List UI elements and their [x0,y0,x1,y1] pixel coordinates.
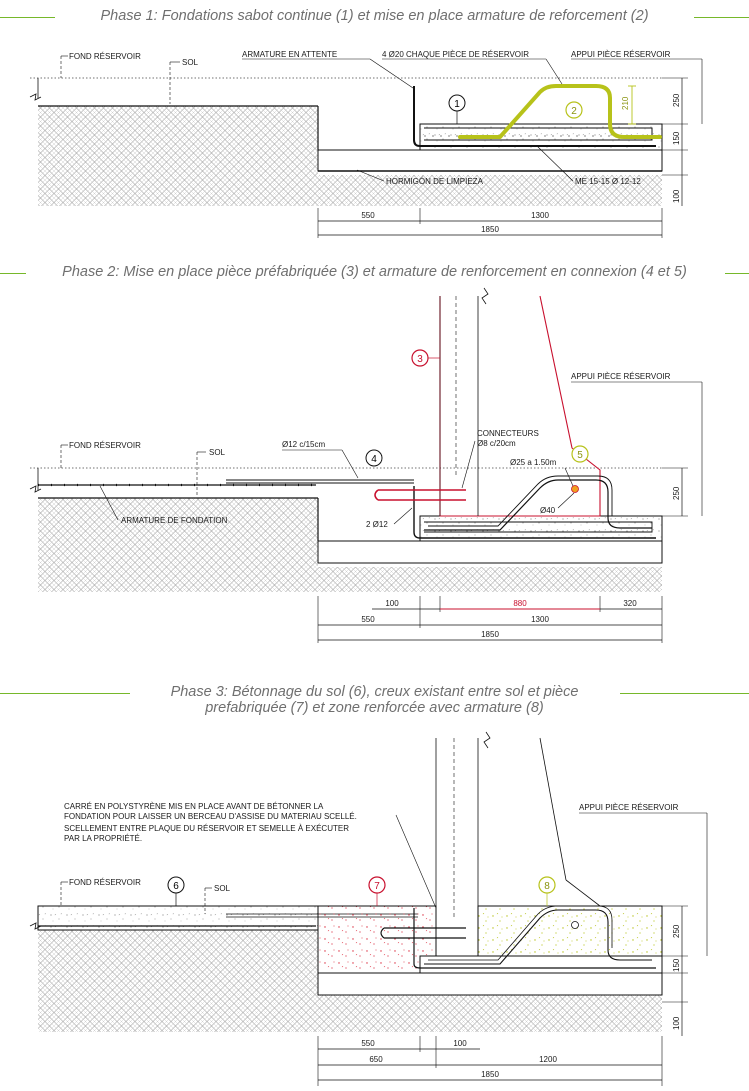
phase1-label-me: ME 15-15 Ø 12-12 [575,177,641,186]
phase3-note-line3: SCELLEMENT ENTRE PLAQUE DU RÉSERVOIR ET … [64,824,349,833]
phase3-dim-550: 550 [361,1039,375,1048]
phase2-drawing: 3 4 5 FOND RÉSERVOIR SOL Ø12 c/15cm CONN… [29,287,703,643]
phase1-dim-550: 550 [361,211,375,220]
phase3-label-fond: FOND RÉSERVOIR [69,878,141,887]
phase2-label-connecteurs: CONNECTEURS [477,429,539,438]
phase3-dim-650: 650 [369,1055,383,1064]
phase2-title: Phase 2: Mise en place pièce préfabriqué… [62,264,687,280]
phase3-title-line2: prefabriquée (7) et zone renforcée avec … [205,700,544,716]
phase2-label-phi40: Ø40 [540,506,556,515]
phase2-label-connecteurs2: Ø8 c/20cm [477,439,516,448]
phase3-note-line2: FONDATION POUR LAISSER UN BERCEAU D'ASSI… [64,812,357,821]
phase1-rule-left [0,17,55,18]
phase2-label-sol: SOL [209,448,226,457]
phase3-dim-v100: 100 [672,1016,681,1030]
phase1-label-armature: ARMATURE EN ATTENTE [242,50,337,59]
phase3-rule-right [620,693,749,694]
phase2-label-2phi12: 2 Ø12 [366,520,388,529]
phase1-dim-v150: 150 [672,131,681,145]
phase2-rule-left [0,273,26,274]
phase1-ground [38,106,662,206]
phase2-label-armature-fondation: ARMATURE DE FONDATION [121,516,228,525]
phase2-precast-piece [439,295,601,517]
phase1-tag1: 1 [454,99,460,110]
phase1-tag2-circle [565,101,583,119]
phase3-tag8: 8 [544,881,550,892]
phase3-dim-1850: 1850 [481,1070,499,1079]
phase1-label-fond: FOND RÉSERVOIR [69,52,141,61]
phase2-tag4: 4 [371,454,377,465]
phase1-foundation [317,149,663,172]
phase2-rule-right [725,273,749,274]
phase3-drawing: 6 7 8 FOND RÉSERVOIR SOL CARRÉ EN POLYST… [29,731,708,1086]
phase2-dim-100: 100 [385,599,399,608]
phase1-label-sol: SOL [182,58,199,67]
phase2-label-appui: APPUI PIÈCE RÉSERVOIR [571,372,671,381]
phase2-tag5: 5 [577,450,583,461]
phase2-dim-320: 320 [623,599,637,608]
phase3-label-sol: SOL [214,884,231,893]
phase2-ground [38,498,662,592]
phase1-dim-v100: 100 [672,189,681,203]
phase1-armature-attente [413,86,656,147]
phase2-label-phi25: Ø25 a 1.50m [510,458,557,467]
phase1-dim-1300: 1300 [531,211,549,220]
phase1-dim-1850: 1850 [481,225,499,234]
phase1-title: Phase 1: Fondations sabot continue (1) e… [100,8,649,24]
phase1-label-piece: 4 Ø20 CHAQUE PIÈCE DE RÉSERVOIR [382,50,529,59]
phase2-label-phi12: Ø12 c/15cm [282,440,325,449]
phase3-label-appui: APPUI PIÈCE RÉSERVOIR [579,803,679,812]
phase2-label-fond: FOND RÉSERVOIR [69,441,141,450]
phase3-note-line4: PAR LA PROPRIÉTÉ. [64,834,142,843]
phase2-tag3: 3 [417,354,423,365]
phase1-reinforcement [458,84,662,139]
phase1-label-hormigon: HORMIGÓN DE LIMPIEZA [386,177,484,186]
phase3-reinforced-zone [477,905,663,957]
phase1-drawing: 210 1 2 FOND RÉSERVOIR SOL ARMATURE EN A… [29,50,703,238]
phase3-gap-fill [317,905,437,974]
phase2-dim-880: 880 [513,599,527,608]
phase2-reinforcement-5 [424,479,652,531]
phase2-dim-550: 550 [361,615,375,624]
phase1-rule-right [694,17,749,18]
phase3-dim-100: 100 [453,1039,467,1048]
phase1-tag2: 2 [571,106,577,117]
phase3-tag6: 6 [173,881,179,892]
phase3-dim-v250: 250 [672,924,681,938]
phase3-tag7: 7 [374,881,380,892]
phase1-label-appui: APPUI PIÈCE RÉSERVOIR [571,50,671,59]
phase2-foundation [317,540,663,564]
phase2-dim-v250: 250 [672,486,681,500]
phase1-dim-v250: 250 [672,93,681,107]
phase3-title-line1: Phase 3: Bétonnage du sol (6), creux exi… [170,684,579,700]
phase3-dim-v150: 150 [672,958,681,972]
phase2-dim-1850: 1850 [481,630,499,639]
phase2-dim-1300: 1300 [531,615,549,624]
phase3-dim-1200: 1200 [539,1055,557,1064]
phase3-note-line1: CARRÉ EN POLYSTYRÈNE MIS EN PLACE AVANT … [64,802,324,811]
phase1-dim-210: 210 [621,96,630,110]
phase3-rule-left [0,693,130,694]
